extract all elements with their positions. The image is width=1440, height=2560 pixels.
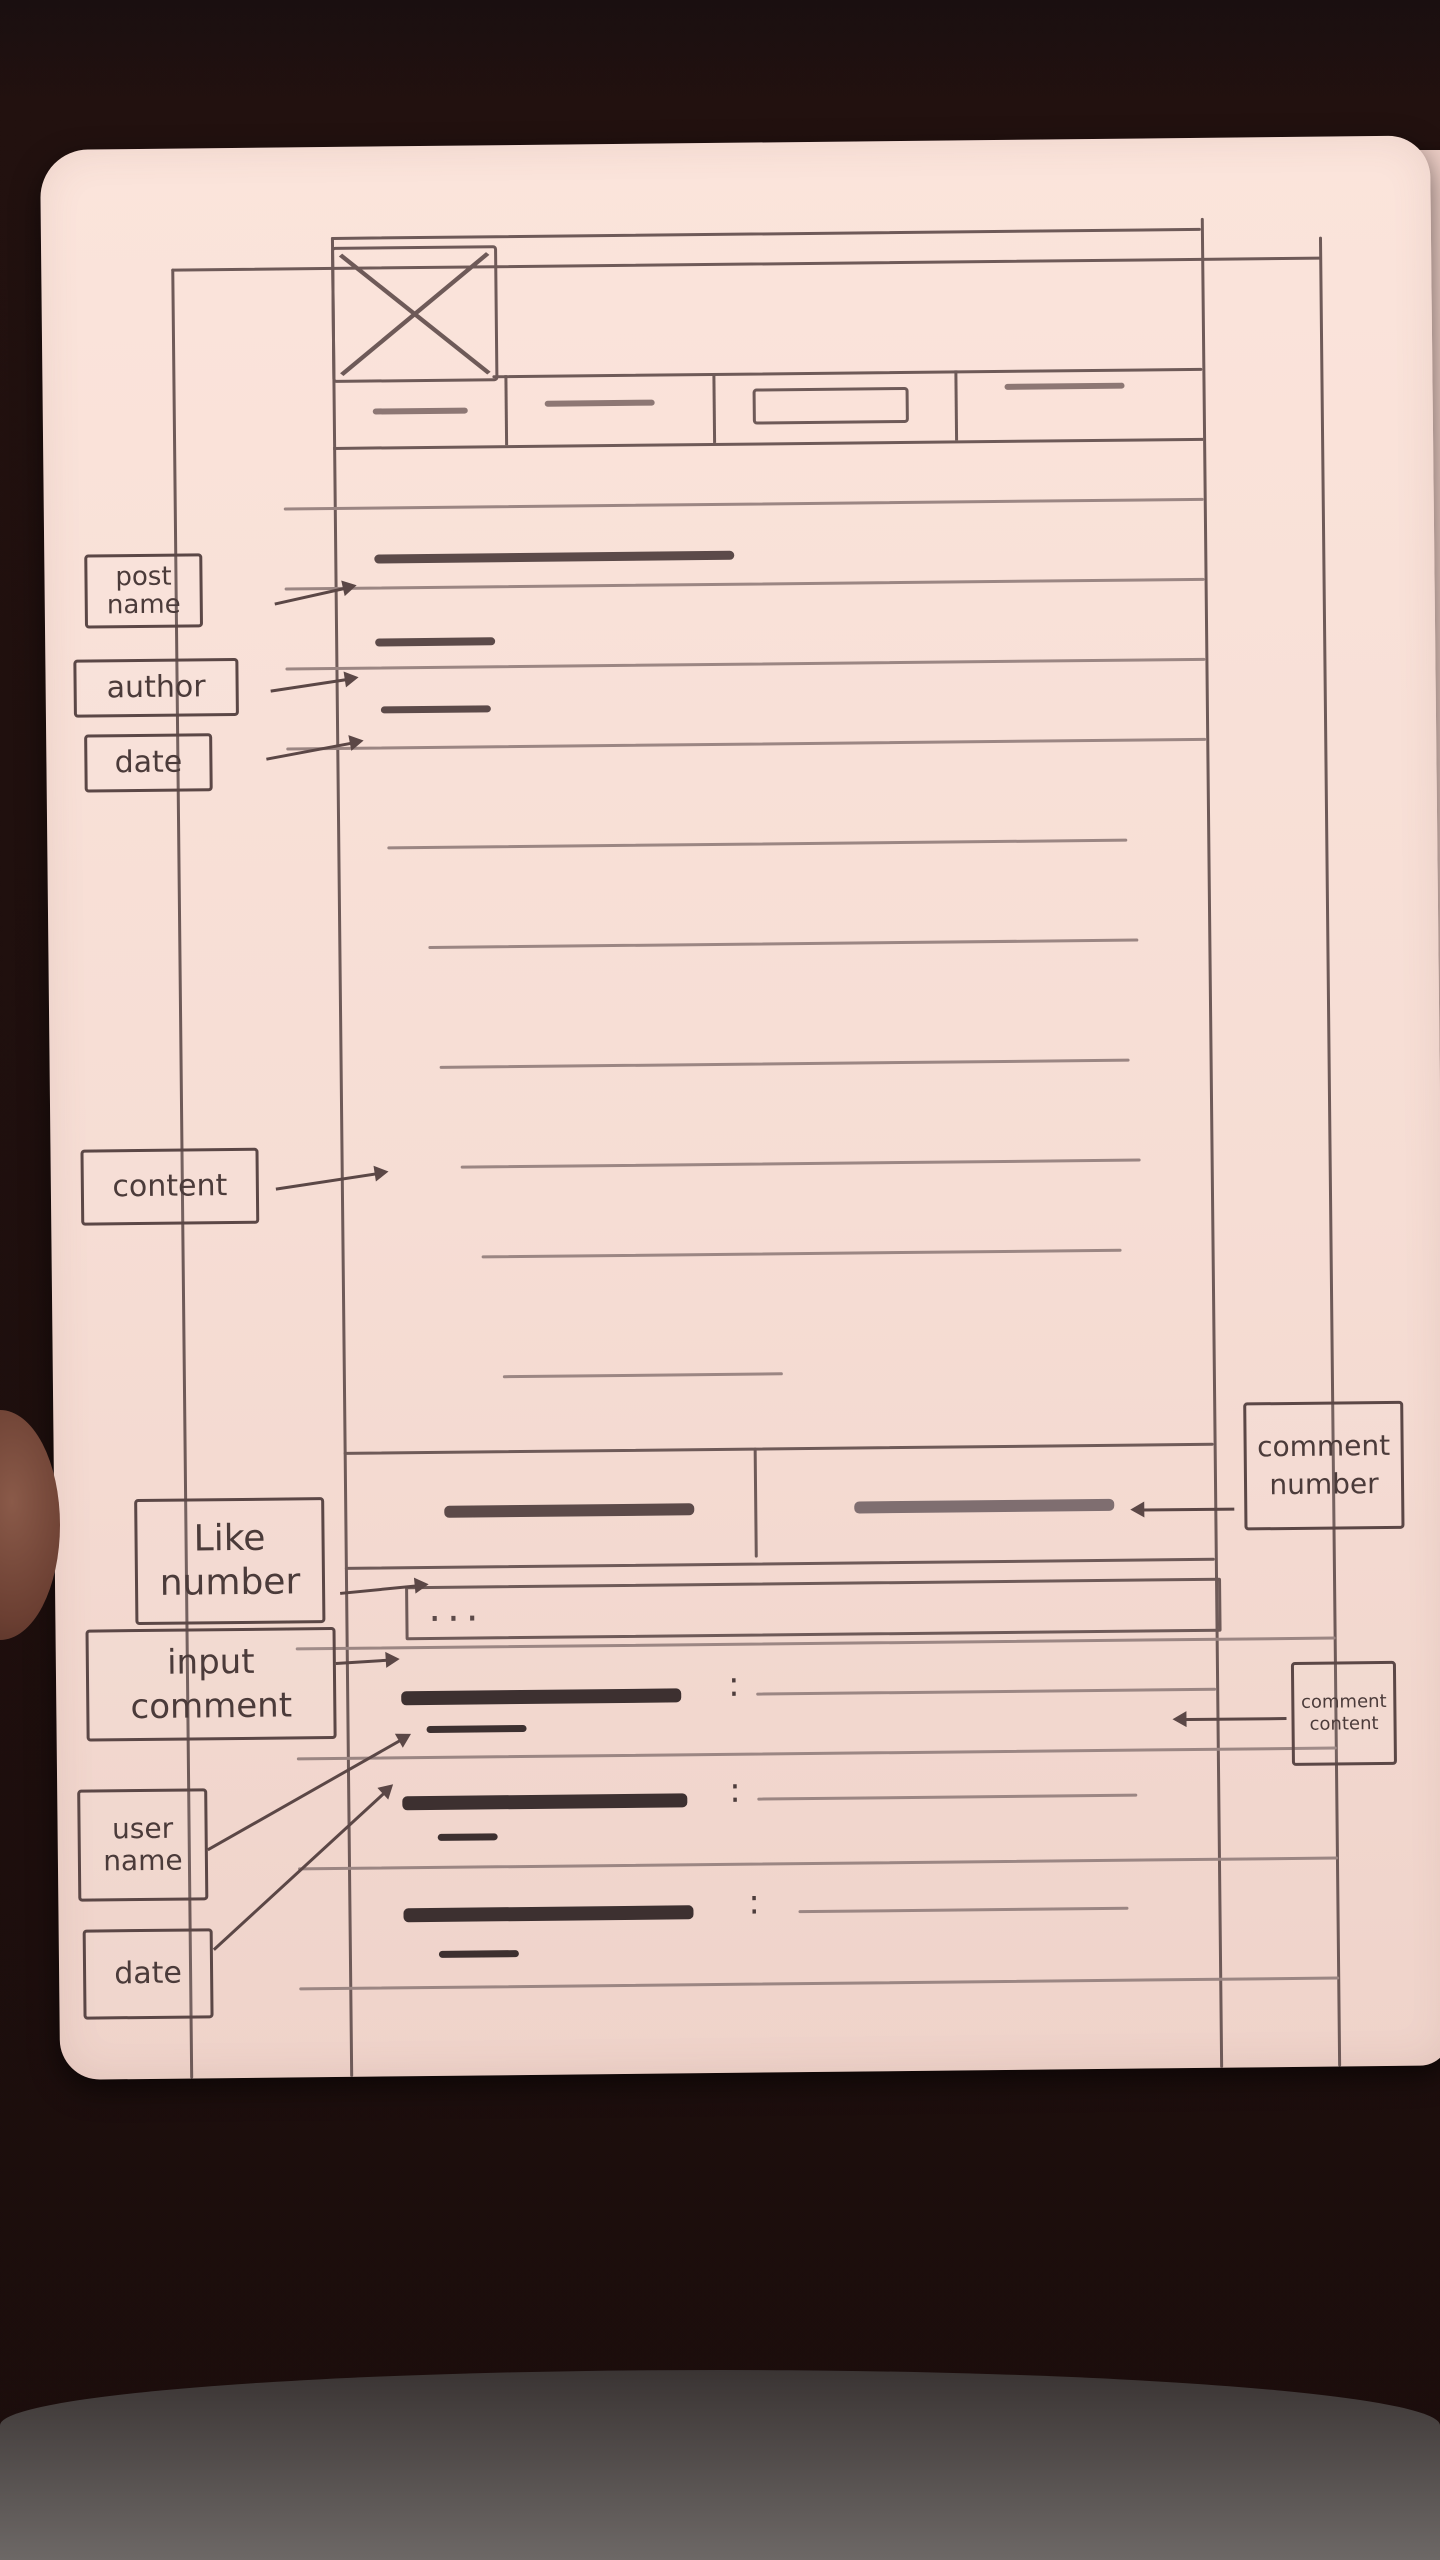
comment-input-placeholder: ... [428, 1584, 485, 1632]
annotation-date: date [84, 733, 213, 793]
annotation-author: author [73, 657, 239, 718]
annotation-like-number: Like number [134, 1497, 326, 1626]
annotation-date-bottom: date [82, 1928, 214, 2020]
comment-date [437, 1833, 498, 1841]
content-line [387, 838, 1128, 850]
logo-placeholder-icon [331, 245, 499, 383]
nav-bar [332, 367, 1204, 450]
nav-item-4-label [1004, 382, 1125, 390]
arrow-input-comment [335, 1658, 396, 1665]
comment-separator: : [727, 1664, 740, 1705]
arrow-date [266, 740, 361, 761]
rule-line [285, 657, 1206, 671]
content-line [502, 1372, 783, 1379]
nav-item-1-label [372, 407, 468, 415]
notebook-page: ... : : : post name author date content … [40, 135, 1440, 2080]
arrow-content [275, 1171, 385, 1191]
stats-divider [753, 1447, 758, 1558]
content-line [428, 938, 1139, 949]
nav-item-4[interactable] [954, 368, 1203, 441]
rule-line [284, 577, 1205, 591]
thumb [0, 1410, 60, 1640]
arrow-user-name [207, 1734, 409, 1852]
content-line [460, 1158, 1141, 1169]
screen-left-line [330, 236, 354, 2077]
comment-content [756, 1687, 1217, 1696]
rule-line [297, 1856, 1338, 1871]
annotation-comment-content: comment content [1290, 1660, 1397, 1766]
comment-number-value[interactable] [854, 1498, 1115, 1514]
background-table [0, 2370, 1440, 2560]
screen-right-line [1200, 217, 1224, 2068]
annotation-comment-number: comment number [1243, 1400, 1405, 1531]
rule-line [283, 497, 1204, 511]
annotation-input-comment: input comment [85, 1626, 337, 1742]
content-line [439, 1058, 1130, 1069]
nav-item-2[interactable] [504, 372, 717, 446]
comment-input[interactable]: ... [405, 1577, 1222, 1641]
nav-item-3[interactable] [712, 370, 959, 443]
outer-right-line [1318, 236, 1342, 2067]
comment-content [757, 1793, 1138, 1801]
nav-item-2-label [544, 399, 655, 407]
rule-line [286, 737, 1207, 751]
rule-line [296, 1746, 1337, 1761]
comment-date [426, 1724, 527, 1734]
comment-separator: : [729, 1770, 741, 1811]
comment-user-name[interactable] [403, 1905, 694, 1923]
annotation-user-name: user name [77, 1788, 209, 1902]
date-text [380, 705, 491, 714]
stats-top-line [343, 1442, 1214, 1455]
comment-separator: : [748, 1882, 761, 1923]
comment-user-name[interactable] [401, 1688, 682, 1706]
like-number-value[interactable] [444, 1503, 695, 1518]
stats-bottom-line [344, 1557, 1215, 1570]
rule-line [299, 1976, 1340, 1991]
nav-item-1[interactable] [332, 375, 509, 447]
screen-top-line [330, 227, 1201, 240]
arrow-comment-content [1176, 1717, 1287, 1722]
annotation-content: content [80, 1147, 260, 1226]
arrow-author [270, 676, 355, 693]
nav-item-3-active-box [752, 386, 909, 425]
author-text [375, 637, 496, 647]
annotation-post-name: post name [84, 553, 204, 629]
comment-content [798, 1906, 1129, 1914]
post-name-text [374, 550, 735, 564]
comment-date [438, 1950, 519, 1958]
comment-user-name[interactable] [402, 1793, 688, 1811]
content-line [481, 1248, 1122, 1259]
arrow-comment-number [1134, 1507, 1235, 1512]
